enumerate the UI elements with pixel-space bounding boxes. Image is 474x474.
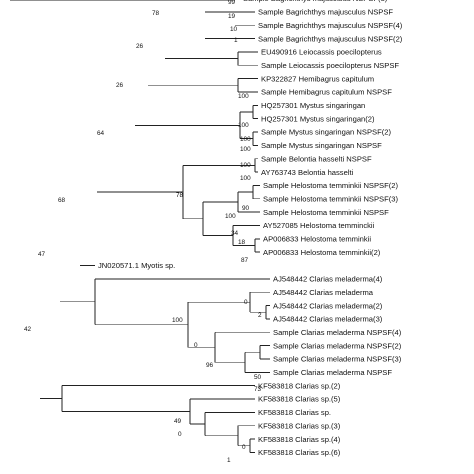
bootstrap-value: 73: [254, 386, 262, 393]
taxon-label: KF583818 Clarias sp.(4): [258, 435, 341, 444]
bootstrap-value: 0: [194, 342, 198, 349]
bootstrap-value: 10: [230, 26, 238, 33]
bootstrap-value: 47: [38, 251, 46, 258]
bootstrap-value: 78: [152, 10, 160, 17]
bootstrap-value: 50: [254, 374, 262, 381]
taxon-label: AP006833 Helostoma temminkii(2): [263, 248, 381, 257]
bootstrap-value: 68: [58, 197, 66, 204]
bootstrap-value: 96: [206, 362, 214, 369]
taxon-label: Sample Belontia hasselti NSPSF: [261, 154, 372, 163]
taxon-label: AJ548442 Clarias meladerma(2): [273, 301, 383, 310]
taxon-label: Sample Clarias meladerma NSPSF(2): [273, 341, 402, 350]
bootstrap-value: 99: [228, 0, 236, 6]
taxon-label: Sample Bagrichthys majusculus NSPSF: [258, 8, 393, 17]
bootstrap-value: 34: [231, 230, 239, 237]
bootstrap-value: 100: [240, 136, 251, 143]
taxon-label: Sample Mystus singaringan NSPSF(2): [261, 128, 391, 137]
bootstrap-value: 100: [225, 213, 236, 220]
bootstrap-value: 90: [242, 205, 250, 212]
taxon-label: Sample Bagrichthys majusculus NSPSF(2): [258, 34, 403, 43]
taxon-label: Sample Helostoma temminkii NSPSF: [263, 208, 389, 217]
taxon-label: KF583818 Clarias sp.: [258, 408, 331, 417]
taxon-label: AJ548442 Clarias meladerma: [273, 288, 374, 297]
taxon-label: JN020571.1 Myotis sp.: [98, 261, 175, 270]
bootstrap-value: 19: [228, 13, 236, 20]
taxon-label: Sample Mystus singaringan NSPSF: [261, 141, 382, 150]
bootstrap-value: 0: [242, 444, 246, 451]
taxon-label: AJ548442 Clarias meladerma(4): [273, 275, 383, 284]
bootstrap-value: 100: [240, 146, 251, 153]
bootstrap-value: 87: [241, 257, 249, 264]
taxon-label: AY527085 Helostoma temminckii: [263, 221, 375, 230]
bootstrap-value: 1: [234, 37, 238, 44]
taxon-label: Sample Bagrichthys majusculus NSPSF(3): [243, 0, 388, 3]
bootstrap-value: 49: [174, 418, 182, 425]
taxon-label: KP322827 Hemibagrus capitulum: [261, 74, 374, 83]
bootstrap-value: 100: [240, 162, 251, 169]
bootstrap-value: 42: [24, 326, 32, 333]
bootstrap-value: 100: [238, 122, 249, 129]
taxon-label: KF583818 Clarias sp.(3): [258, 421, 341, 430]
taxon-label: KF583818 Clarias sp.(6): [258, 448, 341, 457]
taxon-label: Sample Helostoma temminkii NSPSF(3): [263, 194, 399, 203]
taxon-label: EU490916 Leiocassis poecilopterus: [261, 48, 382, 57]
taxon-label: Sample Helostoma temminkii NSPSF(2): [263, 181, 399, 190]
taxon-label: Sample Hemibagrus capitulum NSPSF: [261, 88, 392, 97]
taxon-label: HQ257301 Mystus singaringan: [261, 101, 365, 110]
taxon-label: Sample Leiocassis poecilopterus NSPSF: [261, 61, 399, 70]
taxon-label: Sample Bagrichthys majusculus NSPSF(4): [258, 21, 403, 30]
bootstrap-value: 26: [136, 43, 144, 50]
bootstrap-value: 100: [240, 175, 251, 182]
bootstrap-value: 0: [178, 431, 182, 438]
taxon-label: KF583818 Clarias sp.(2): [258, 381, 341, 390]
bootstrap-value: 64: [97, 130, 105, 137]
taxon-label: AP006833 Helostoma temminkii: [263, 235, 371, 244]
taxon-label: HQ257301 Mystus singaringan(2): [261, 114, 375, 123]
bootstrap-value: 26: [116, 82, 124, 89]
taxon-label: AJ548442 Clarias meladerma(3): [273, 315, 383, 324]
taxon-label: KF583818 Clarias sp.(5): [258, 395, 341, 404]
taxon-label: AY763743 Belontia hasselti: [261, 168, 354, 177]
bootstrap-value: 100: [172, 317, 183, 324]
bootstrap-value: 100: [238, 93, 249, 100]
bootstrap-value: 2: [258, 312, 262, 319]
taxon-label: Sample Clarias meladerma NSPSF(3): [273, 355, 402, 364]
taxon-label: Sample Clarias meladerma NSPSF(4): [273, 328, 402, 337]
bootstrap-value: 18: [238, 239, 246, 246]
bootstrap-value: 1: [227, 457, 231, 464]
taxon-label: Sample Clarias meladerma NSPSF: [273, 368, 392, 377]
bootstrap-value: 78: [176, 192, 184, 199]
bootstrap-value: 0: [244, 299, 248, 306]
